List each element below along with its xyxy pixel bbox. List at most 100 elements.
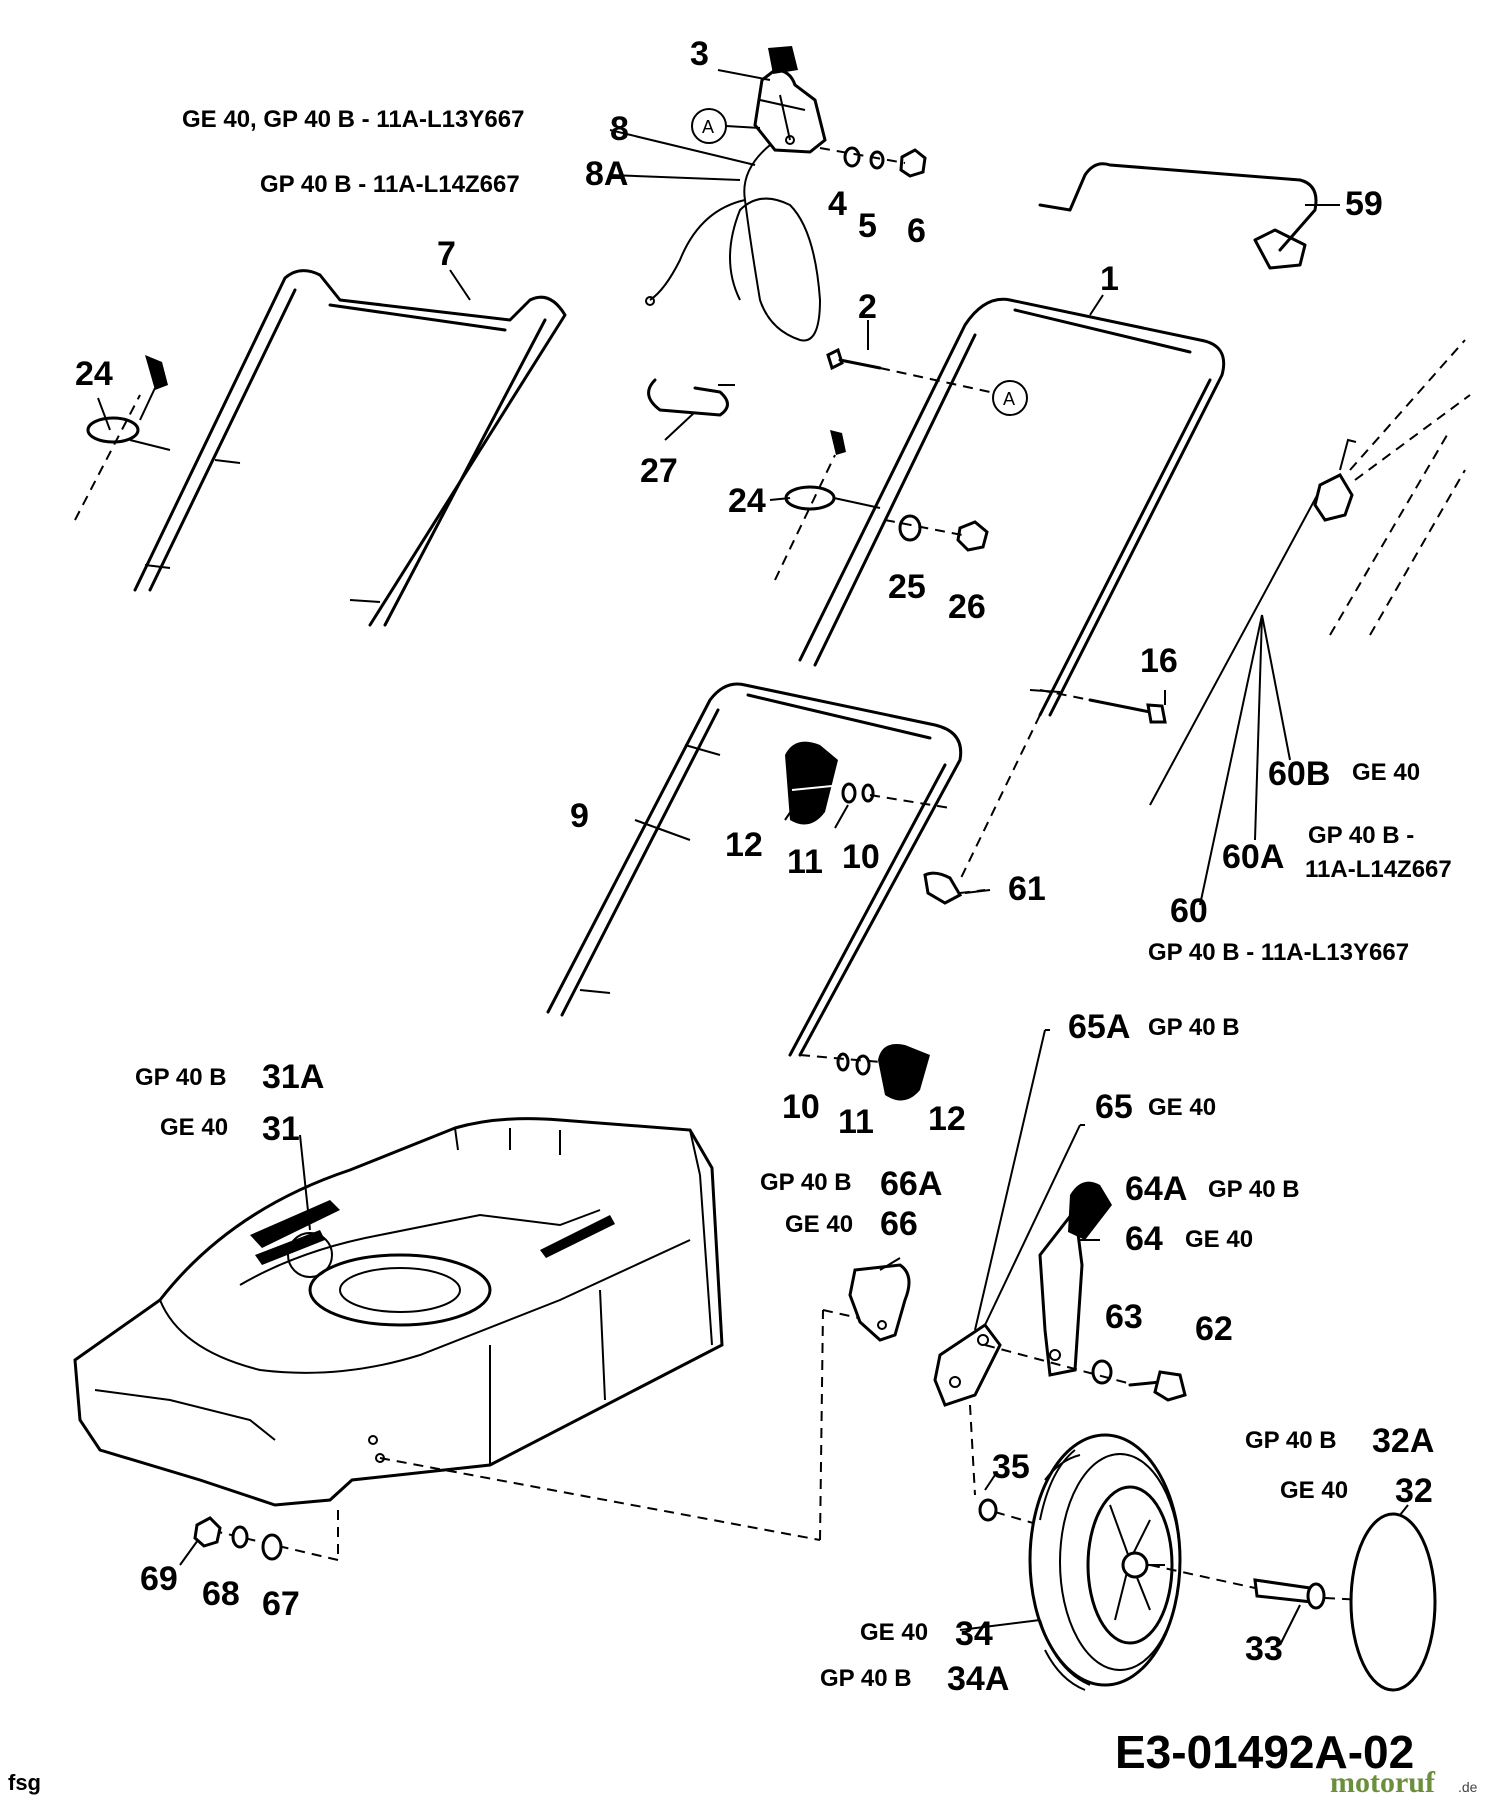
- washer-part-10-top: [861, 783, 875, 803]
- part-labels: 3 GE 40, GP 40 B - 11A-L13Y667 8 GP 40 B…: [75, 35, 1452, 1698]
- label-10-top: 10: [842, 838, 880, 876]
- nut-part-6: [899, 148, 927, 178]
- label-31A: 31A: [262, 1058, 324, 1096]
- watermark-brand: motoruf: [1330, 1766, 1436, 1799]
- variant-34: GE 40: [860, 1619, 928, 1646]
- label-6: 6: [907, 212, 926, 250]
- label-5: 5: [858, 207, 877, 245]
- washer-part-63: [1091, 1359, 1113, 1385]
- label-35: 35: [992, 1448, 1030, 1486]
- variant-66: GE 40: [785, 1211, 853, 1238]
- label-68: 68: [202, 1575, 240, 1613]
- bracket-part-59: [1038, 162, 1318, 270]
- label-65A: 65A: [1068, 1008, 1130, 1046]
- washer-part-68: [231, 1525, 249, 1549]
- washer-part-11-top: [841, 782, 857, 804]
- variant-65A: GP 40 B: [1148, 1014, 1240, 1041]
- label-66: 66: [880, 1205, 918, 1243]
- washer-part-35: [978, 1498, 998, 1522]
- bracket-part-66: [848, 1263, 911, 1342]
- washer-part-4: [843, 146, 861, 168]
- washer-part-25: [898, 514, 922, 542]
- washer-part-10-bottom: [836, 1052, 850, 1072]
- label-64: 64: [1125, 1220, 1163, 1258]
- label-25: 25: [888, 568, 926, 606]
- mower-housing-part-31: [73, 1117, 724, 1507]
- cable-part-8: [645, 144, 822, 342]
- label-66A: 66A: [880, 1165, 942, 1203]
- label-60A: 60A: [1222, 838, 1284, 876]
- label-4: 4: [828, 185, 847, 223]
- label-7: 7: [437, 235, 456, 273]
- label-32A: 32A: [1372, 1422, 1434, 1460]
- knob-part-12-top: [785, 741, 838, 825]
- middle-handle-part-9: [546, 682, 963, 1057]
- variant-31A: GP 40 B: [135, 1064, 227, 1091]
- wing-knob-part-24-left: [74, 355, 171, 521]
- cable-clip-part-61: [923, 871, 986, 905]
- label-67: 67: [262, 1585, 300, 1623]
- label-26: 26: [948, 588, 986, 626]
- bolt-part-62: [1128, 1370, 1187, 1402]
- connector-a-mid: A: [992, 380, 1028, 416]
- axle-bolt-part-33: [1253, 1578, 1326, 1610]
- label-69: 69: [140, 1560, 178, 1598]
- lower-handle-part-7: [133, 269, 567, 627]
- washer-part-67: [261, 1533, 283, 1561]
- bolt-part-16: [1039, 689, 1167, 724]
- label-60B: 60B: [1268, 755, 1330, 793]
- upper-handle-part-1: [798, 297, 1226, 717]
- label-12-bottom: 12: [928, 1100, 966, 1138]
- variant-8A: GP 40 B - 11A-L14Z667: [260, 171, 520, 198]
- label-12-top: 12: [725, 826, 763, 864]
- washer-part-5: [869, 150, 885, 170]
- variant-64: GE 40: [1185, 1226, 1253, 1253]
- label-24-mid: 24: [728, 482, 766, 520]
- diagram-code: E3-01492A-02: [1115, 1726, 1414, 1778]
- label-11-bottom: 11: [838, 1103, 874, 1141]
- label-32: 32: [1395, 1472, 1433, 1510]
- bolt-part-2: [826, 347, 991, 393]
- variant-8: GE 40, GP 40 B - 11A-L13Y667: [182, 106, 524, 133]
- label-61: 61: [1008, 870, 1046, 908]
- label-9: 9: [570, 797, 589, 835]
- label-3: 3: [690, 35, 709, 73]
- variant-64A: GP 40 B: [1208, 1176, 1300, 1203]
- variant-60: GP 40 B - 11A-L13Y667: [1148, 939, 1409, 966]
- svg-text:A: A: [1003, 389, 1015, 409]
- variant-65: GE 40: [1148, 1094, 1216, 1121]
- label-10-bottom: 10: [782, 1088, 820, 1126]
- variant-34A: GP 40 B: [820, 1665, 912, 1692]
- label-59: 59: [1345, 185, 1383, 223]
- label-31: 31: [262, 1110, 300, 1148]
- wing-knob-part-24-mid: [774, 430, 881, 581]
- variant-32: GE 40: [1280, 1477, 1348, 1504]
- watermark-suffix: .de: [1458, 1779, 1478, 1795]
- height-lever-part-64: [1038, 1181, 1112, 1377]
- label-8A: 8A: [585, 155, 628, 193]
- label-64A: 64A: [1125, 1170, 1187, 1208]
- axle-bracket-part-65: [933, 1029, 1081, 1407]
- svg-text:A: A: [702, 117, 714, 137]
- label-60: 60: [1170, 892, 1208, 930]
- label-8: 8: [610, 110, 629, 148]
- knob-part-12-bottom: [878, 1044, 930, 1101]
- hub-cap-part-32: [1349, 1512, 1437, 1692]
- switch-box-part-3: [753, 46, 827, 154]
- variant-60A-1: GP 40 B -: [1308, 822, 1414, 849]
- label-27: 27: [640, 452, 678, 490]
- label-34A: 34A: [947, 1660, 1009, 1698]
- cable-clamp-part-27: [647, 378, 735, 417]
- label-63: 63: [1105, 1298, 1143, 1336]
- variant-60A-2: 11A-L14Z667: [1305, 856, 1452, 883]
- control-cable-part-60: [1149, 339, 1471, 906]
- label-11-top: 11: [787, 843, 823, 881]
- label-2: 2: [858, 288, 877, 326]
- variant-60B: GE 40: [1352, 759, 1420, 786]
- label-65: 65: [1095, 1088, 1133, 1126]
- leader-lines: [97, 69, 1409, 1646]
- label-33: 33: [1245, 1630, 1283, 1668]
- label-62: 62: [1195, 1310, 1233, 1348]
- variant-31: GE 40: [160, 1114, 228, 1141]
